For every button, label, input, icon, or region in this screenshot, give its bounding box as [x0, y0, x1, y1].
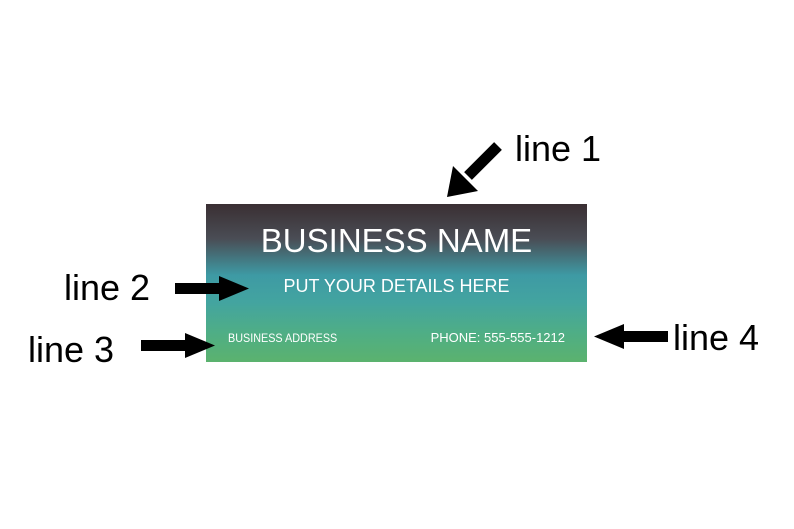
- callout-label-line-4: line 4: [673, 317, 760, 358]
- callout-label-line-3: line 3: [28, 329, 115, 370]
- arrow-icon-line-4: [594, 324, 668, 349]
- arrow-icon-line-3: [141, 333, 215, 358]
- business-sign-panel: BUSINESS NAME PUT YOUR DETAILS HERE BUSI…: [206, 204, 587, 362]
- callout-label-line-1: line 1: [515, 128, 602, 169]
- arrow-icon-line-1: [447, 142, 502, 197]
- business-name-text: BUSINESS NAME: [260, 222, 533, 259]
- phone-text: PHONE: 555-555-1212: [430, 330, 565, 345]
- details-text: PUT YOUR DETAILS HERE: [283, 276, 510, 296]
- callout-label-line-2: line 2: [64, 267, 151, 308]
- business-address-text: BUSINESS ADDRESS: [228, 331, 338, 345]
